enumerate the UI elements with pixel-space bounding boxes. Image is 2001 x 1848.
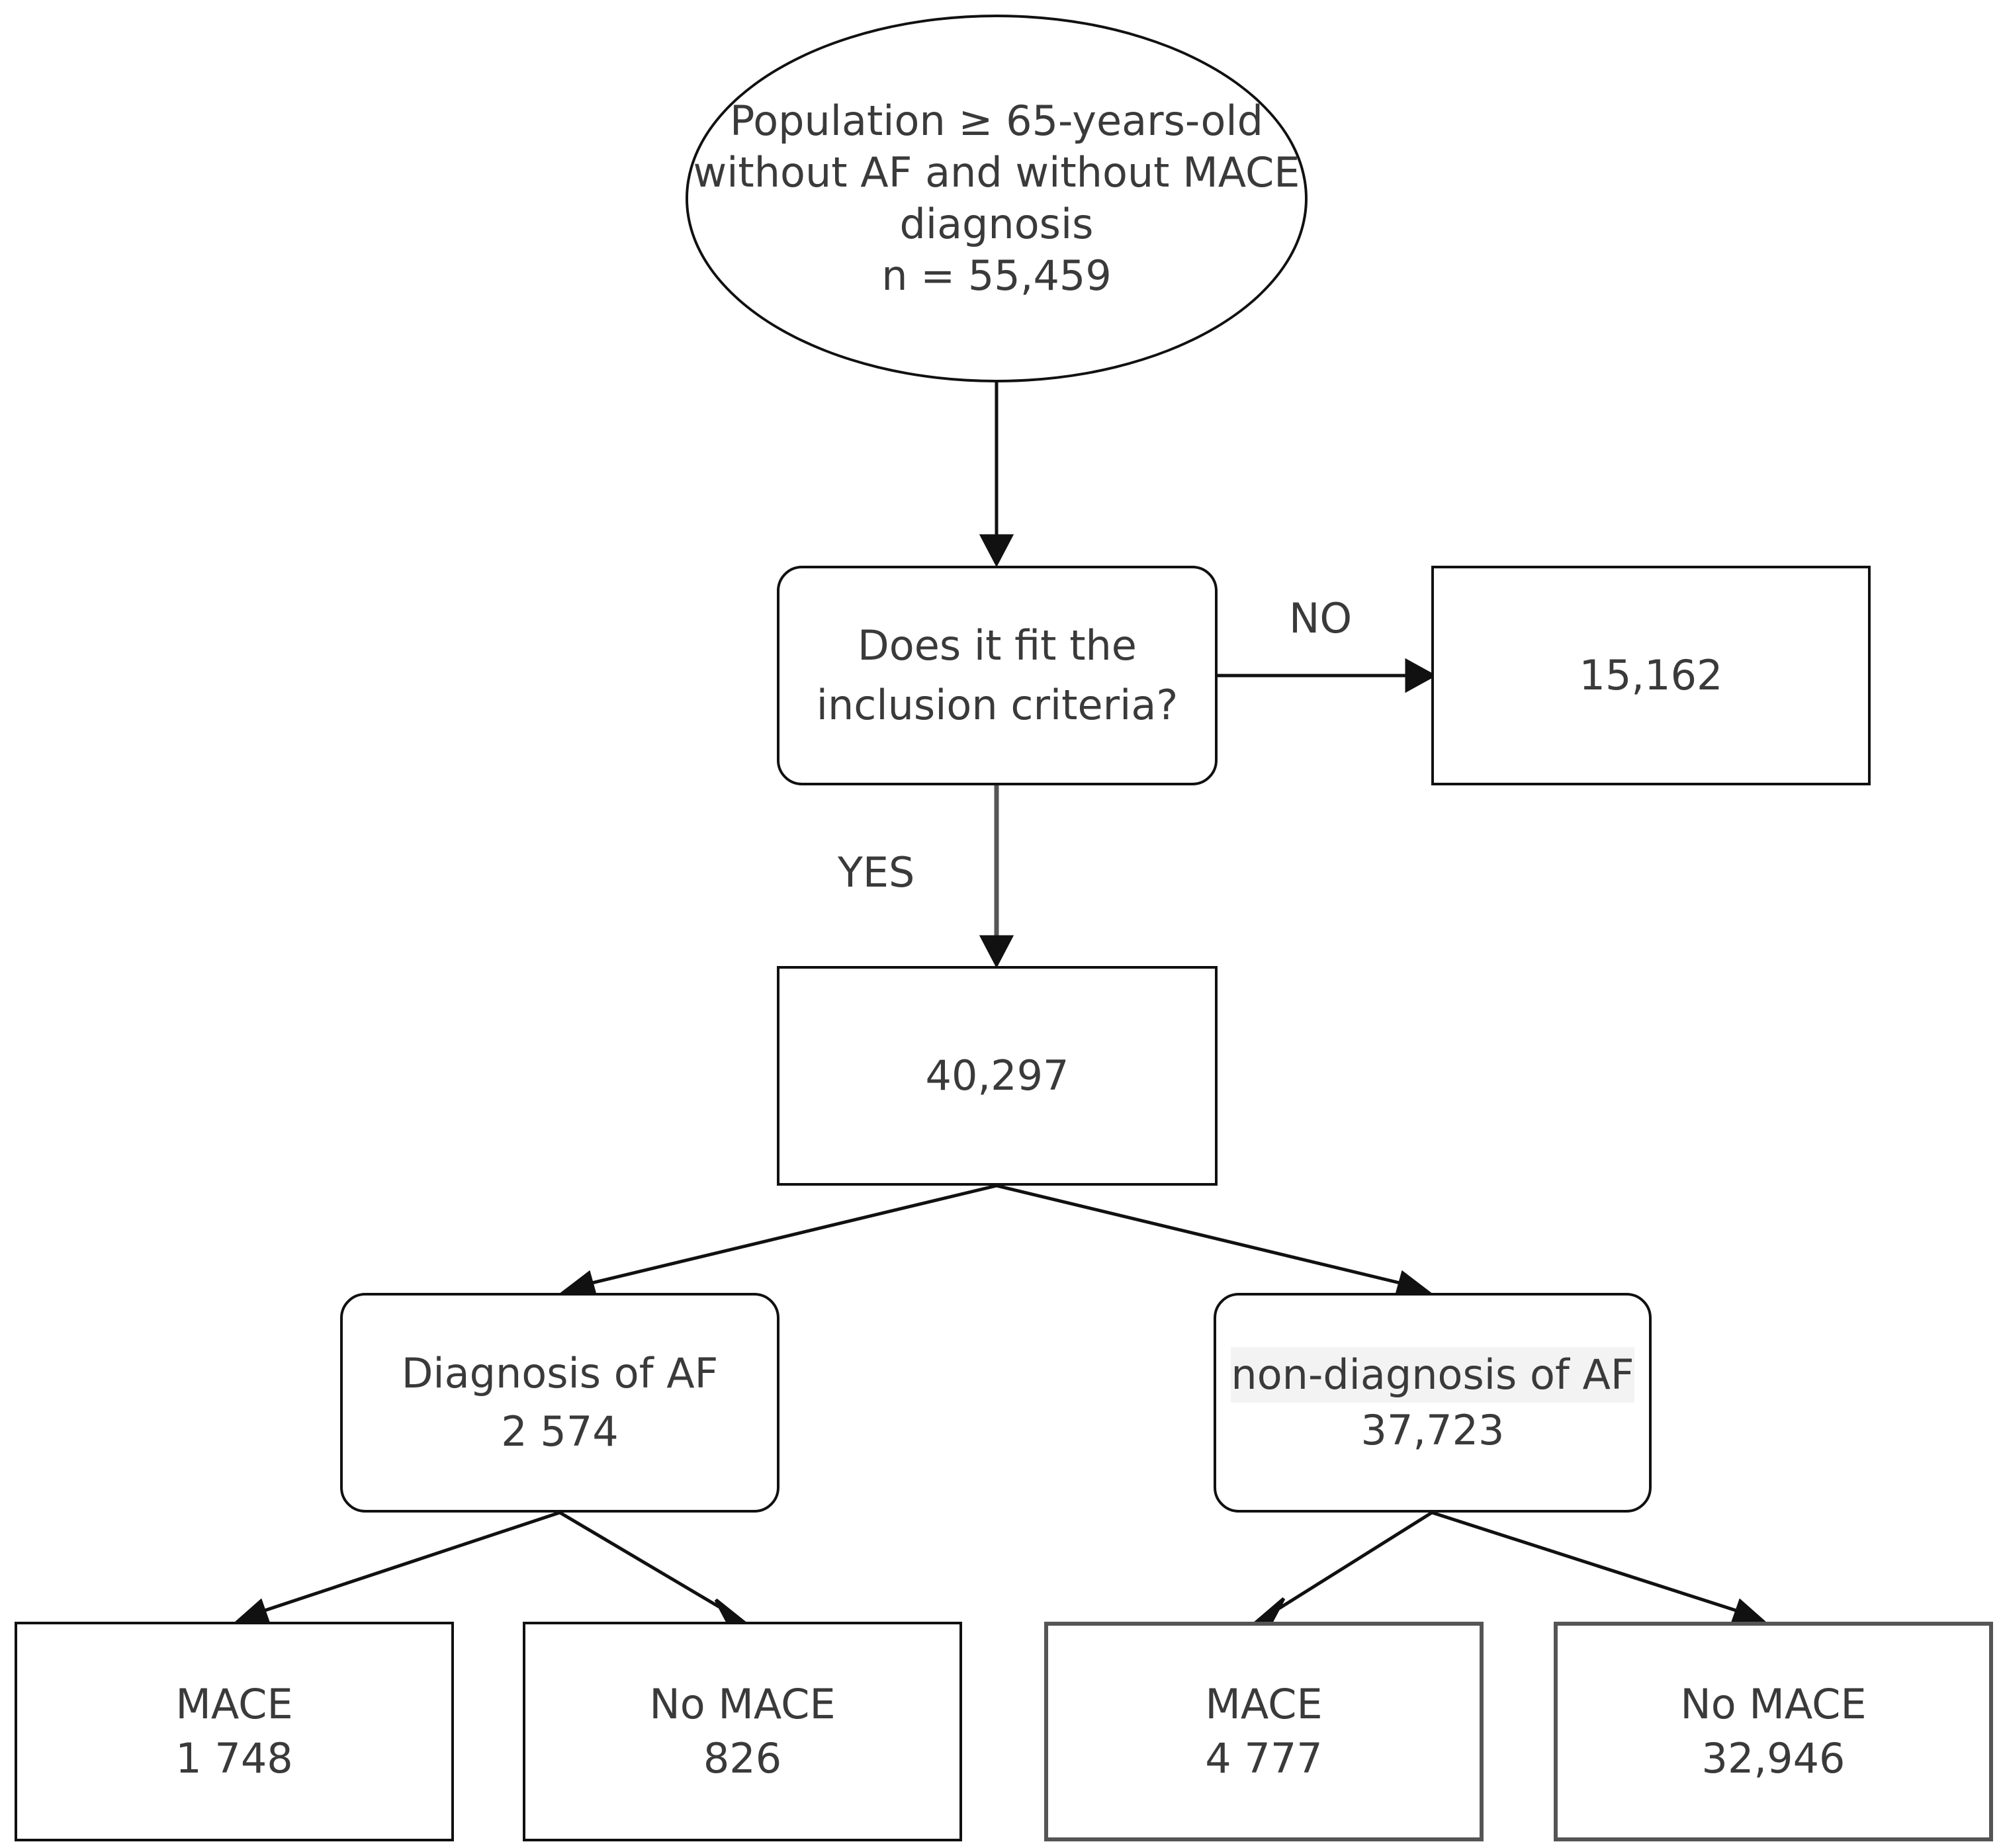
af-mace-count: 1 748 bbox=[175, 1734, 293, 1782]
arrowhead-icon bbox=[979, 935, 1014, 969]
af-no-mace-label: No MACE bbox=[649, 1680, 836, 1728]
edge-af-diagnosis-to-no-mace bbox=[558, 1511, 727, 1612]
arrowhead-icon bbox=[1251, 1597, 1286, 1625]
af-diagnosis-node: Diagnosis of AF 2 574 bbox=[340, 1293, 779, 1513]
edge-included-to-af-diagnosis bbox=[583, 1184, 997, 1287]
af-diagnosis-count: 2 574 bbox=[501, 1407, 619, 1456]
inclusion-line-2: inclusion criteria? bbox=[816, 681, 1178, 729]
af-non-diagnosis-count: 37,723 bbox=[1360, 1406, 1505, 1454]
arrowhead-icon bbox=[1730, 1598, 1767, 1626]
arrowhead-icon bbox=[234, 1598, 271, 1626]
non-af-mace-node: MACE 4 777 bbox=[1044, 1622, 1484, 1841]
arrowhead-icon bbox=[714, 1599, 747, 1624]
af-diagnosis-label: Diagnosis of AF bbox=[401, 1349, 719, 1397]
af-mace-label: MACE bbox=[175, 1680, 293, 1728]
non-af-mace-count: 4 777 bbox=[1205, 1734, 1323, 1782]
edge-included-to-af-non-diagnosis bbox=[996, 1184, 1409, 1287]
population-line-1: Population ≥ 65-years-old bbox=[730, 97, 1263, 145]
af-no-mace-count: 826 bbox=[703, 1734, 782, 1782]
population-line-3: diagnosis bbox=[899, 200, 1094, 248]
non-af-no-mace-count: 32,946 bbox=[1701, 1734, 1845, 1782]
inclusion-criteria-node: Does it fit the inclusion criteria? bbox=[777, 566, 1218, 785]
af-non-diagnosis-label: non-diagnosis of AF bbox=[1231, 1347, 1634, 1403]
edge-label-no: NO bbox=[1289, 594, 1353, 642]
excluded-count: 15,162 bbox=[1579, 651, 1723, 699]
included-count-node: 40,297 bbox=[777, 966, 1218, 1186]
arrowhead-icon bbox=[1405, 658, 1437, 693]
arrowhead-icon bbox=[979, 534, 1014, 568]
non-af-no-mace-label: No MACE bbox=[1680, 1680, 1867, 1728]
edge-af-non-diagnosis-to-no-mace bbox=[1431, 1511, 1745, 1615]
edge-af-diagnosis-to-mace bbox=[256, 1511, 560, 1615]
population-node: Population ≥ 65-years-old without AF and… bbox=[686, 15, 1308, 382]
excluded-count-node: 15,162 bbox=[1431, 566, 1871, 785]
population-count: n = 55,459 bbox=[881, 251, 1112, 300]
included-count: 40,297 bbox=[925, 1051, 1069, 1100]
af-non-diagnosis-node: non-diagnosis of AF 37,723 bbox=[1214, 1293, 1652, 1513]
edge-label-yes: YES bbox=[838, 848, 915, 897]
non-af-no-mace-node: No MACE 32,946 bbox=[1554, 1622, 1993, 1841]
af-mace-node: MACE 1 748 bbox=[15, 1622, 454, 1841]
inclusion-line-1: Does it fit the bbox=[858, 621, 1137, 670]
population-line-2: without AF and without MACE bbox=[693, 148, 1300, 197]
edge-af-non-diagnosis-to-mace bbox=[1274, 1511, 1433, 1612]
af-no-mace-node: No MACE 826 bbox=[523, 1622, 962, 1841]
non-af-mace-label: MACE bbox=[1205, 1680, 1323, 1728]
